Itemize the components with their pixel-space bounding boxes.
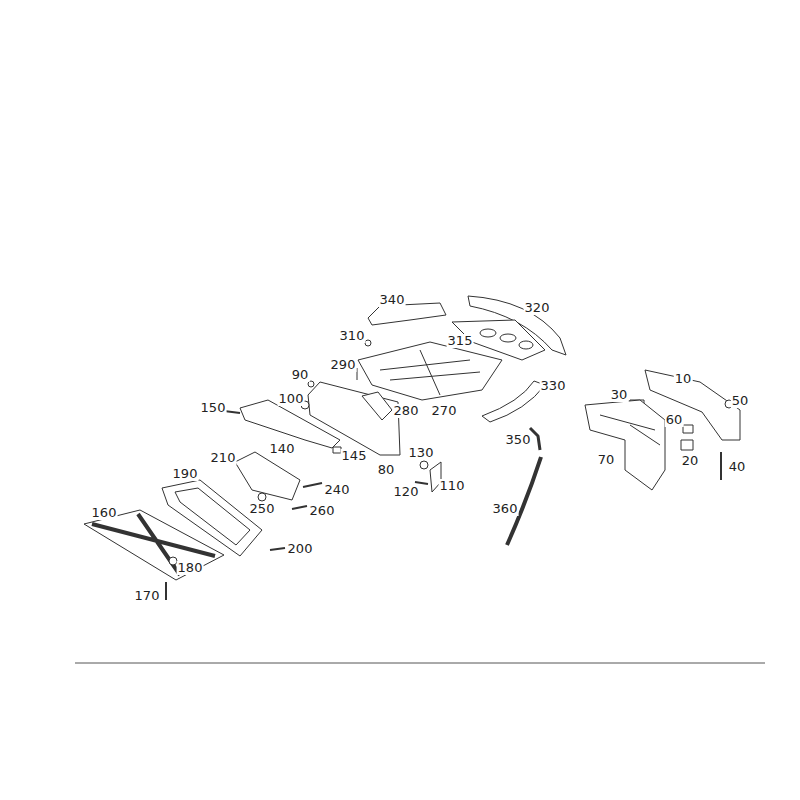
callout-number: 350 (505, 433, 532, 447)
part (358, 342, 502, 400)
part (585, 400, 665, 490)
callout-number: 250 (249, 502, 276, 516)
part (270, 548, 285, 550)
callout-number: 240 (324, 483, 351, 497)
part (519, 341, 533, 349)
part (84, 510, 224, 580)
part (482, 381, 545, 422)
callout-number: 330 (540, 379, 567, 393)
callout-number: 150 (200, 401, 227, 415)
callout-number: 110 (439, 479, 466, 493)
callout-number: 90 (291, 368, 310, 382)
callout-number: 290 (330, 358, 357, 372)
callout-number: 145 (341, 449, 368, 463)
callout-number: 100 (278, 392, 305, 406)
callout-number: 210 (210, 451, 237, 465)
part (530, 428, 540, 450)
part (258, 493, 266, 501)
part-detail (92, 514, 215, 575)
part (507, 457, 541, 545)
callout-number: 80 (377, 463, 396, 477)
callout-number: 120 (393, 485, 420, 499)
callout-number: 40 (728, 460, 747, 474)
callout-number: 10 (674, 372, 693, 386)
callout-number: 190 (172, 467, 199, 481)
rule-line (75, 663, 765, 664)
callout-number: 170 (134, 589, 161, 603)
part (292, 506, 307, 509)
callout-number: 130 (408, 446, 435, 460)
part (720, 452, 722, 480)
callout-number: 140 (269, 442, 296, 456)
callout-number: 50 (731, 394, 750, 408)
part (480, 329, 496, 337)
part (357, 368, 358, 380)
callout-number: 30 (610, 388, 629, 402)
part (681, 440, 693, 450)
part (365, 340, 371, 346)
callout-number: 70 (597, 453, 616, 467)
callout-number: 60 (665, 413, 684, 427)
part (165, 582, 167, 600)
callout-number: 280 (393, 404, 420, 418)
callout-number: 200 (287, 542, 314, 556)
part (420, 461, 428, 469)
part (235, 452, 300, 500)
part (240, 400, 340, 448)
part-detail (600, 415, 660, 445)
callout-number: 270 (431, 404, 458, 418)
part (415, 482, 428, 484)
part (362, 392, 392, 420)
callout-number: 315 (447, 334, 474, 348)
callout-number: 320 (524, 301, 551, 315)
callout-number: 180 (177, 561, 204, 575)
callout-number: 20 (681, 454, 700, 468)
part (303, 483, 322, 487)
callout-number: 160 (91, 506, 118, 520)
part (683, 425, 693, 433)
callout-number: 340 (379, 293, 406, 307)
callout-number: 260 (309, 504, 336, 518)
callout-number: 310 (339, 329, 366, 343)
part (500, 334, 516, 342)
part-detail (380, 350, 480, 395)
callout-number: 360 (492, 502, 519, 516)
